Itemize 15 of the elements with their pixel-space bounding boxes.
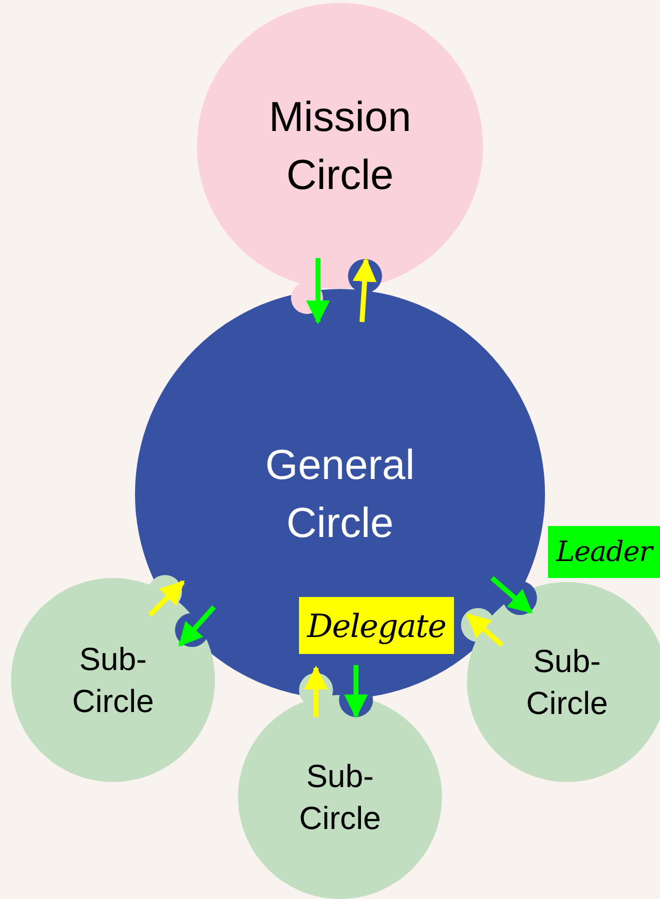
circle-label: Mission Circle [268,92,412,200]
arrow [148,580,185,617]
circle-label: General Circle [264,440,416,548]
arrow [490,576,533,614]
arrow [466,613,504,647]
circle-label: Sub-Circle [71,640,155,721]
arrow [304,666,328,717]
arrow [352,258,377,322]
arrow [344,665,368,718]
arrow [178,605,216,647]
edge-label: Delegate [299,597,454,654]
circle-label: Sub-Circle [298,757,382,838]
edge-label: Leader [548,526,660,578]
circle-label: Sub-Circle [525,642,609,723]
arrow [306,258,330,324]
